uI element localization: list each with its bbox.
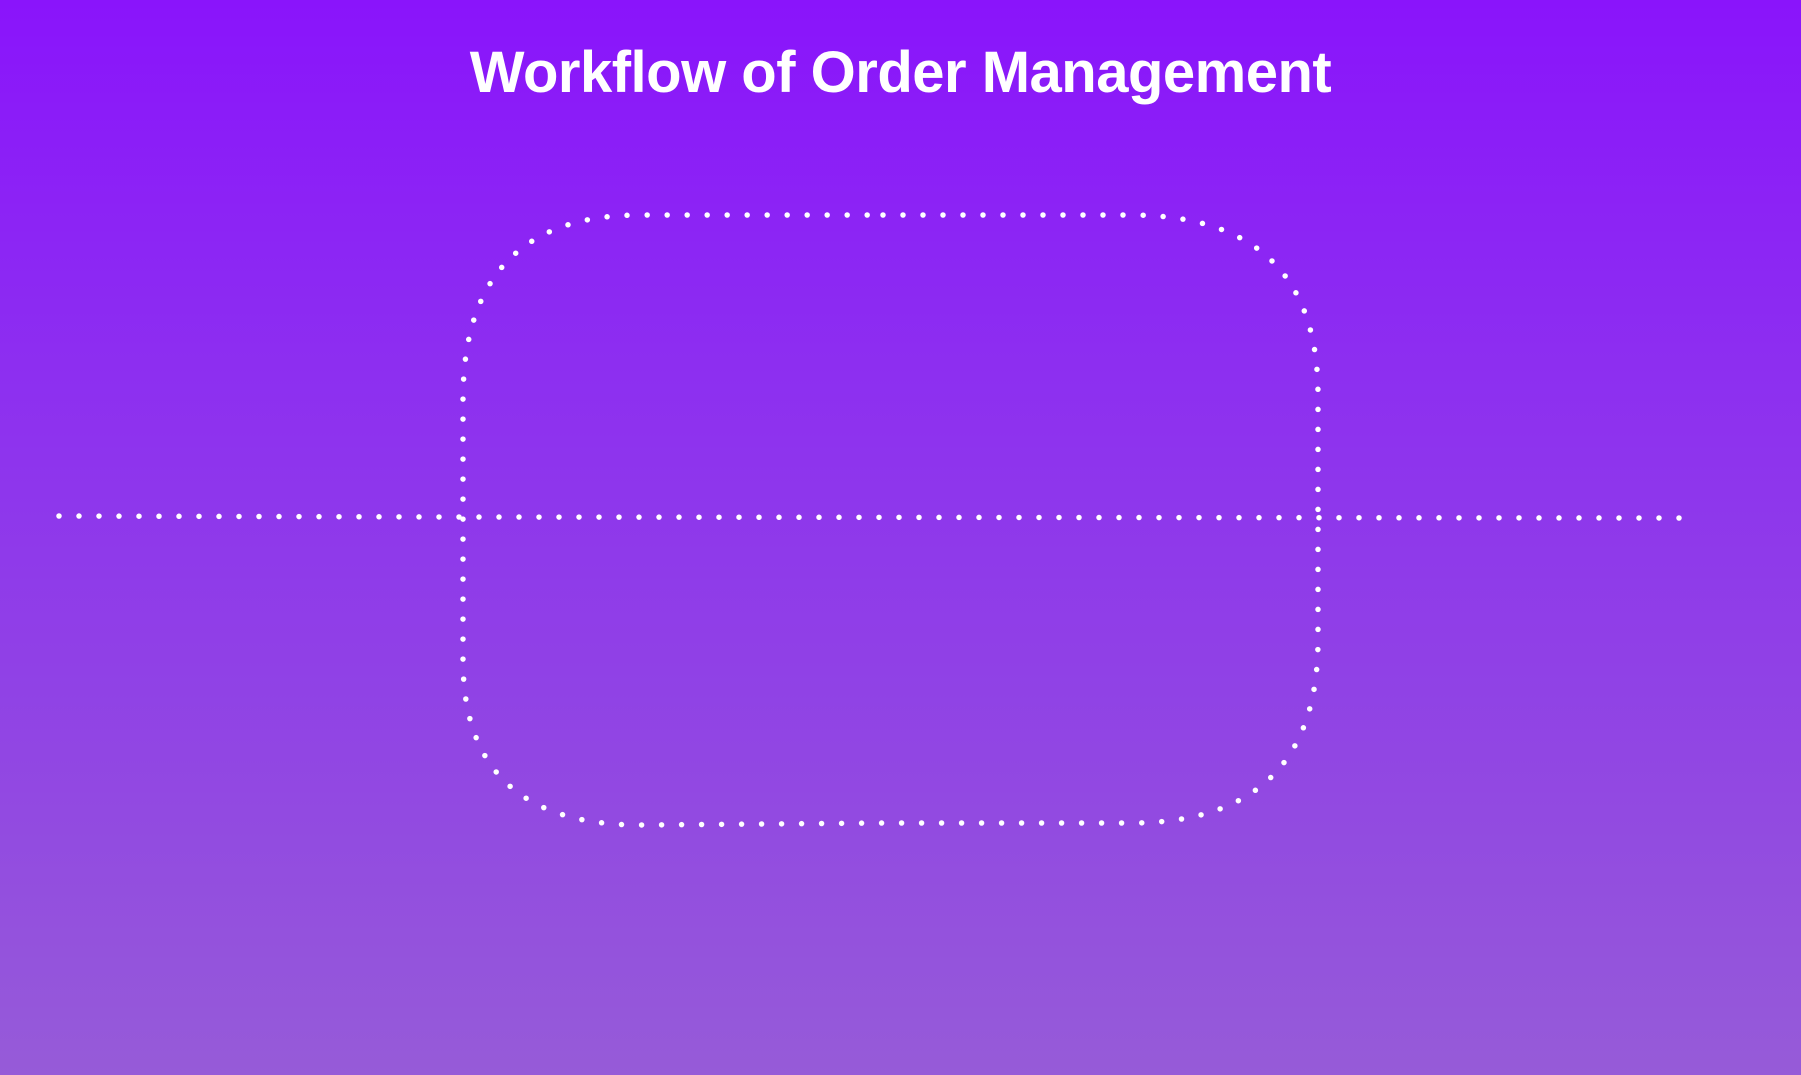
horizontal-flow-line bbox=[56, 513, 1684, 521]
diagram-title: Workflow of Order Management bbox=[469, 40, 1332, 105]
loop-flow-line bbox=[460, 212, 1321, 828]
